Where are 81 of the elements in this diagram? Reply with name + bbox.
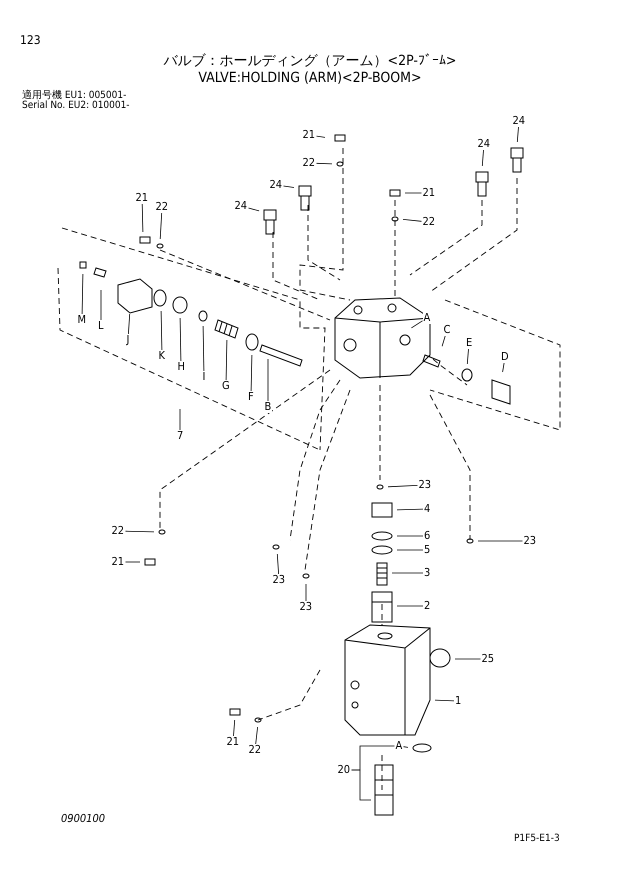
callout-number: 22 bbox=[422, 216, 436, 228]
callout-letter: L bbox=[97, 320, 105, 332]
leader-line bbox=[128, 314, 130, 334]
callout-letter: B bbox=[264, 401, 272, 413]
callout-number: 22 bbox=[302, 157, 316, 169]
leader-line bbox=[250, 354, 252, 392]
leader-line bbox=[142, 204, 144, 232]
callout-letter: G bbox=[221, 380, 231, 392]
callout-number: 24 bbox=[476, 138, 492, 150]
leader-line bbox=[202, 326, 204, 372]
callout-letter: D bbox=[500, 351, 510, 363]
serial-info-text: 適用号機 EU1: 005001- bbox=[22, 91, 126, 101]
callout-number: 24 bbox=[234, 200, 248, 212]
leader-line bbox=[502, 362, 504, 372]
leader-line bbox=[482, 150, 484, 166]
callout-number: 21 bbox=[110, 556, 126, 568]
callout-number: 24 bbox=[268, 179, 284, 191]
callout-number: 23 bbox=[272, 574, 286, 586]
leader-line bbox=[248, 208, 260, 212]
leader-line bbox=[516, 126, 519, 142]
leader-line bbox=[316, 136, 326, 138]
figure-code: P1F5-E1-3 bbox=[514, 834, 560, 844]
leader-line bbox=[403, 746, 408, 748]
serial-info-text: Serial No. EU2: 010001- bbox=[22, 101, 130, 111]
callout-number: 20 bbox=[336, 764, 352, 776]
title: バルブ：ホールディング（アーム）<2P-ﾌﾞｰﾑ> VALVE:HOLDING (ARM)<2P-BOOM> bbox=[162, 53, 458, 87]
callout-number: 25 bbox=[480, 653, 496, 665]
callout-number: 6 bbox=[423, 530, 432, 542]
leader-line bbox=[316, 162, 332, 164]
leader-line bbox=[466, 348, 469, 364]
leader-line bbox=[125, 530, 154, 532]
callout-letter: A bbox=[422, 312, 432, 324]
leader-line bbox=[226, 340, 228, 380]
leader-line bbox=[388, 485, 418, 488]
leader-line bbox=[404, 192, 422, 194]
callout-letter: M bbox=[76, 314, 88, 326]
callout-number: 21 bbox=[422, 187, 436, 199]
leader-line bbox=[478, 540, 523, 542]
leader-line bbox=[434, 700, 454, 702]
callout-number: 7 bbox=[176, 430, 184, 442]
leader-line bbox=[255, 726, 258, 744]
leader-line bbox=[100, 290, 102, 320]
callout-number: 4 bbox=[423, 503, 432, 515]
leader-line bbox=[233, 720, 236, 736]
callout-letter: C bbox=[442, 324, 452, 336]
leader-line bbox=[454, 658, 481, 660]
callout-number: 21 bbox=[226, 736, 240, 748]
callout-number: 24 bbox=[512, 115, 526, 127]
callout-letter: J bbox=[126, 334, 130, 346]
leader-line bbox=[82, 274, 84, 314]
callout-number: 22 bbox=[248, 744, 262, 756]
label-number: 123 bbox=[20, 34, 41, 46]
leader-line bbox=[392, 572, 424, 574]
callout-letter: H bbox=[176, 361, 186, 373]
leader-line bbox=[351, 770, 372, 800]
callout-number: 21 bbox=[302, 129, 316, 141]
drawing-code: 0900100 bbox=[61, 813, 106, 824]
leader-line bbox=[276, 554, 279, 574]
leader-line bbox=[160, 212, 162, 240]
callout-letter: A bbox=[394, 740, 404, 752]
leader-line bbox=[402, 219, 422, 222]
callout-number: 2 bbox=[423, 600, 432, 612]
callout-number: 3 bbox=[423, 567, 432, 579]
leader-line bbox=[396, 508, 424, 510]
callout-number: 23 bbox=[298, 601, 314, 613]
leader-line bbox=[283, 186, 294, 188]
callout-number: 23 bbox=[418, 479, 432, 491]
callout-letter: I bbox=[202, 371, 206, 383]
callout-number: 23 bbox=[522, 535, 538, 547]
leader-line bbox=[180, 318, 182, 362]
callout-letter: E bbox=[465, 337, 474, 349]
leader-line bbox=[411, 320, 423, 328]
leader-line bbox=[442, 336, 446, 347]
callout-number: 22 bbox=[110, 525, 126, 537]
callout-letter: K bbox=[158, 350, 166, 362]
callout-number: 1 bbox=[454, 695, 462, 707]
callout-number: 21 bbox=[134, 192, 150, 204]
callout-letter: F bbox=[247, 391, 255, 403]
leader-line bbox=[160, 310, 162, 350]
callout-number: 5 bbox=[423, 544, 432, 556]
callout-number: 22 bbox=[154, 201, 170, 213]
